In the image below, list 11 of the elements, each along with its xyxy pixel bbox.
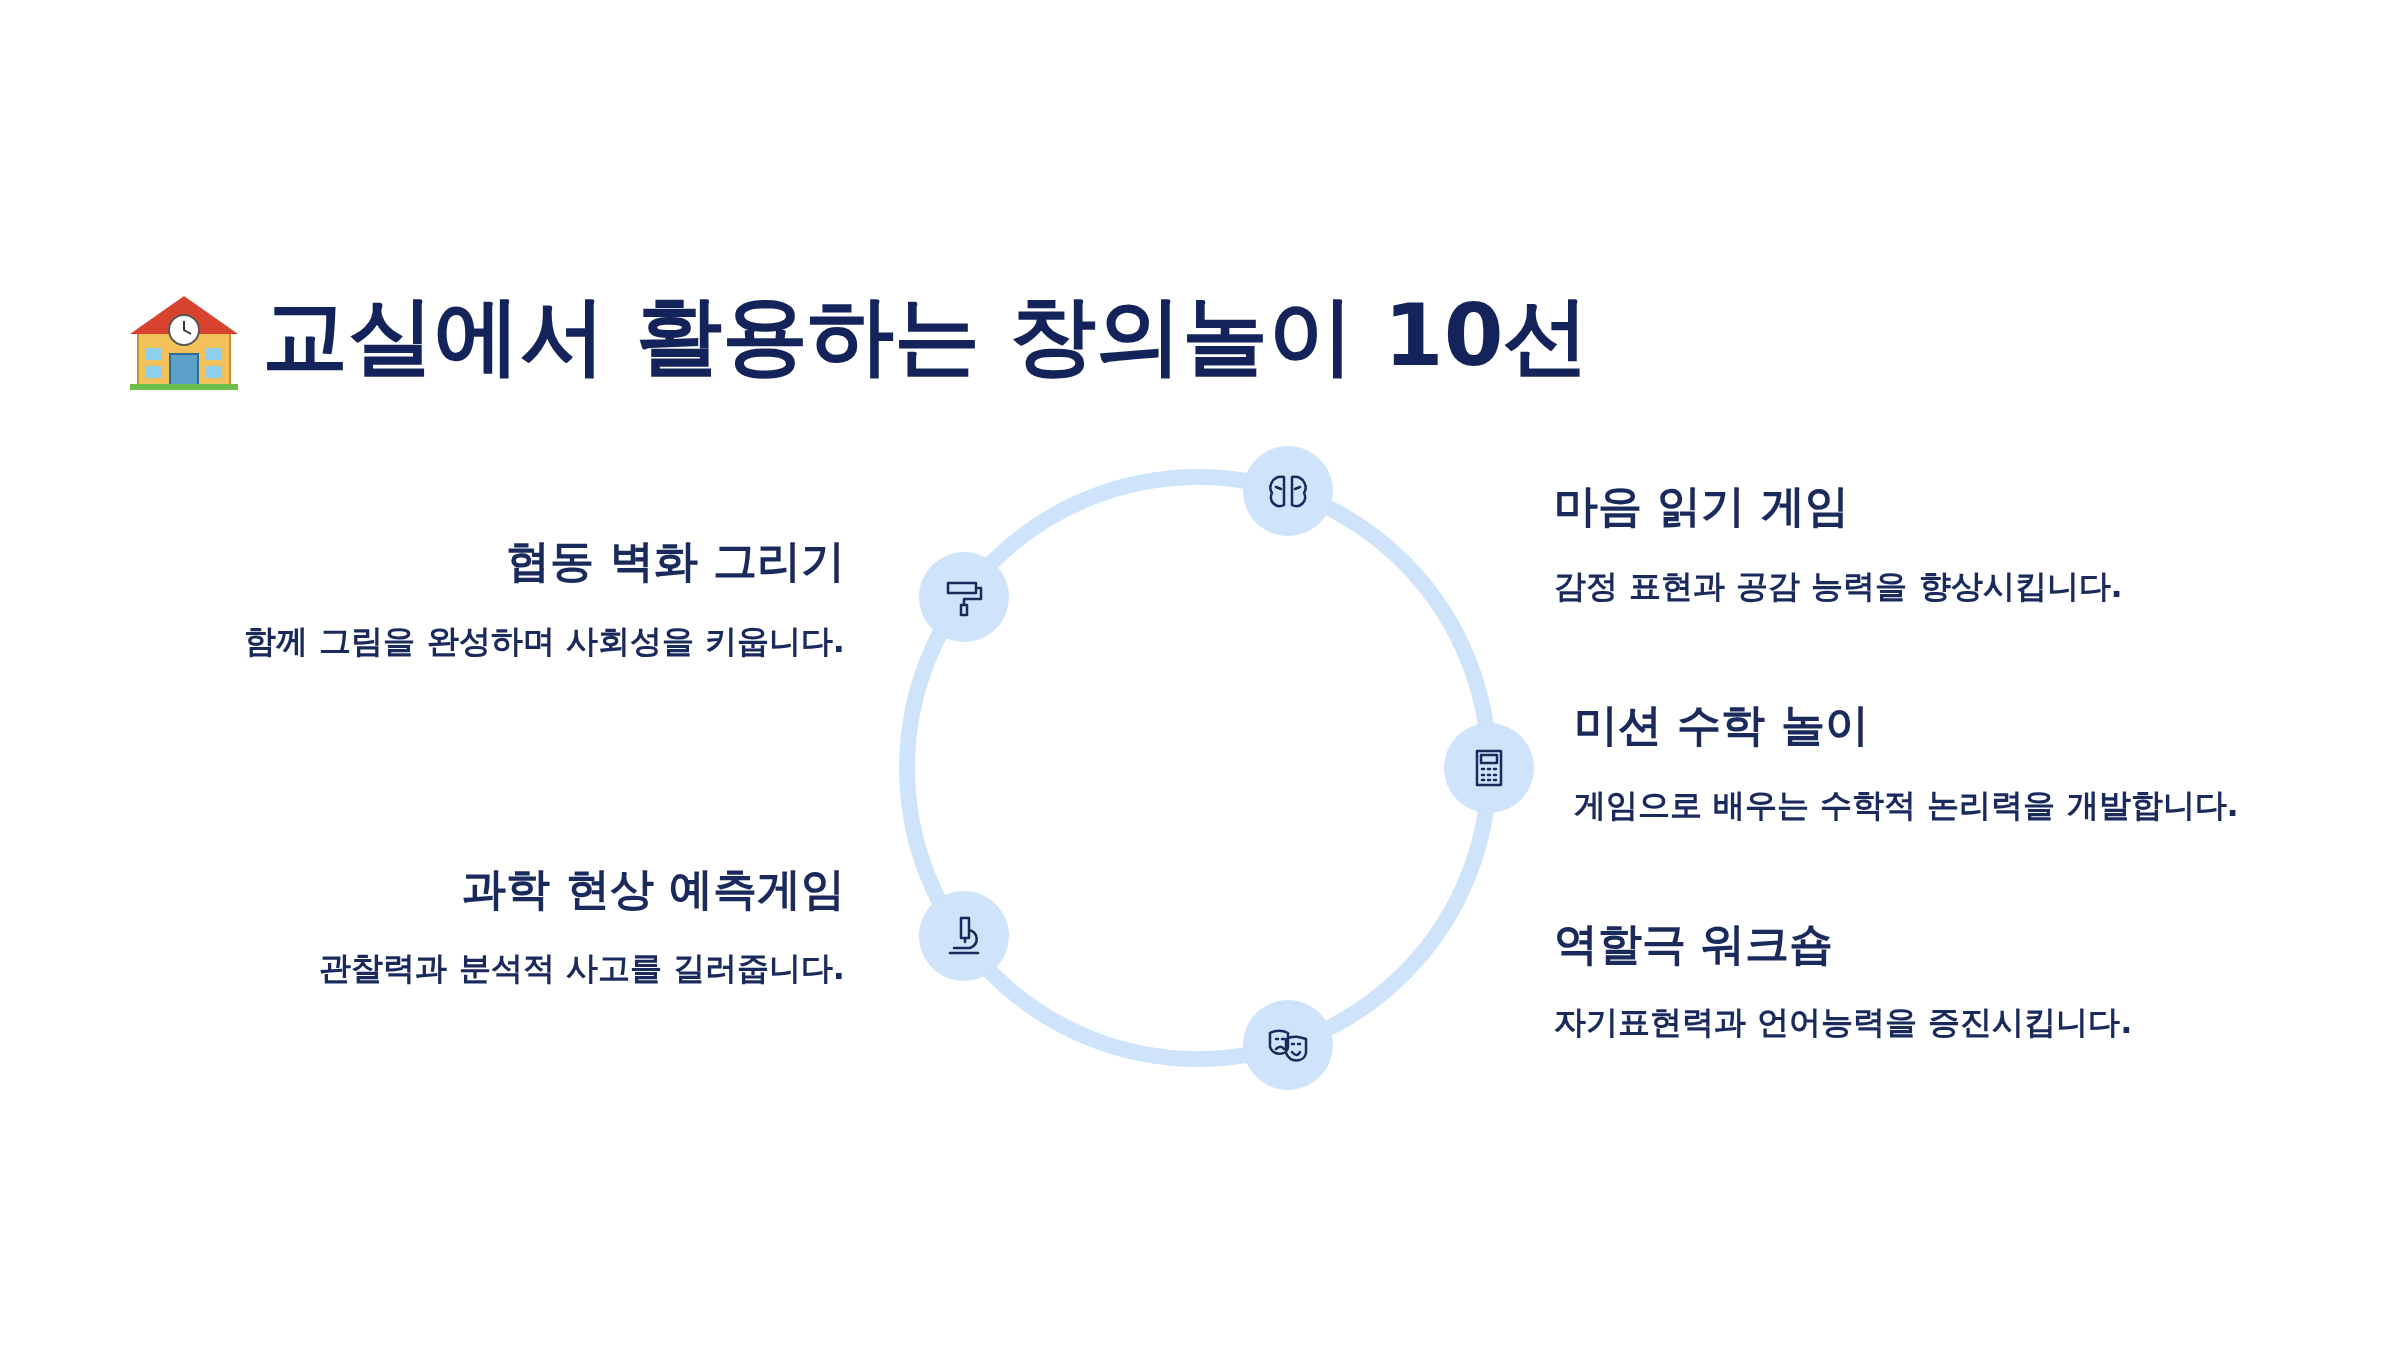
activity-heading: 마음 읽기 게임 <box>1554 479 1849 533</box>
activity-description: 게임으로 배우는 수학적 논리력을 개발합니다. <box>1574 785 2239 826</box>
activity-heading: 과학 현상 예측게임 <box>462 862 845 916</box>
activity-description: 감정 표현과 공감 능력을 향상시킵니다. <box>1554 566 2123 607</box>
activity-heading: 미션 수학 놀이 <box>1574 698 1869 752</box>
activity-heading: 협동 벽화 그리기 <box>506 534 845 588</box>
title: 교실에서 활용하는 창의놀이 10선 <box>262 284 1590 387</box>
activity-description: 관찰력과 분석적 사고를 길러줍니다. <box>319 948 845 989</box>
activity-description: 자기표현력과 언어능력을 증진시킵니다. <box>1554 1002 2133 1043</box>
activity-heading: 역할극 워크숍 <box>1554 917 1834 971</box>
activity-description: 함께 그림을 완성하며 사회성을 키웁니다. <box>244 621 845 662</box>
